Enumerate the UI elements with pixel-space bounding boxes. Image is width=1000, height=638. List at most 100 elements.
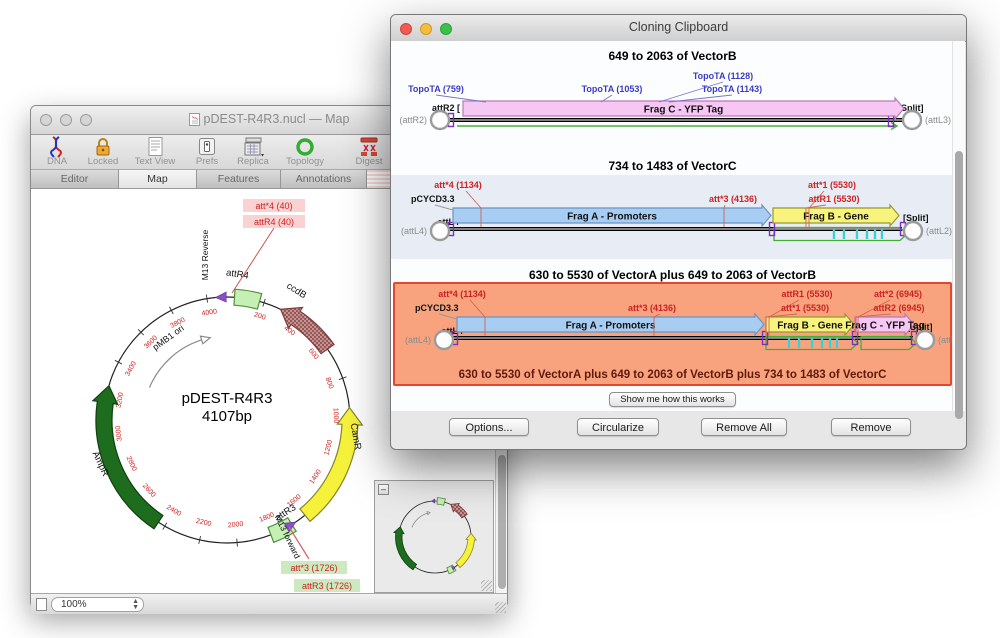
tick-label: 4000 bbox=[201, 308, 218, 317]
feature-attR4[interactable] bbox=[436, 497, 446, 506]
fragment-row-combined[interactable]: 630 to 5530 of VectorA plus 649 to 2063 … bbox=[391, 268, 954, 386]
att-site-bracket bbox=[768, 221, 776, 237]
split-label: [Split] bbox=[898, 103, 924, 113]
terminus-circle bbox=[433, 329, 455, 351]
terminus-circle bbox=[901, 109, 923, 131]
help-button[interactable]: Show me how this works bbox=[609, 392, 736, 407]
site-label: attR1 (5530) bbox=[808, 194, 859, 204]
fragment-arrow[interactable] bbox=[765, 312, 855, 337]
tab-features[interactable]: Features bbox=[197, 170, 281, 188]
tick-label: 200 bbox=[253, 311, 266, 321]
remove-button[interactable]: Remove bbox=[831, 418, 911, 436]
tick-label: 1200 bbox=[323, 439, 334, 456]
split-label: [Split] bbox=[907, 322, 933, 332]
dna-icon bbox=[44, 136, 70, 158]
feature-M13-Reverse[interactable] bbox=[431, 498, 436, 504]
options-button[interactable]: Options... bbox=[449, 418, 529, 436]
split-label: [Split] bbox=[903, 213, 929, 223]
overview-mini-map bbox=[392, 497, 478, 575]
zoom-icon[interactable] bbox=[440, 23, 452, 35]
toolbar-button-dna[interactable]: DNA bbox=[35, 136, 79, 167]
clipboard-vertical-scrollbar[interactable] bbox=[952, 41, 965, 419]
close-icon[interactable] bbox=[400, 23, 412, 35]
site-label: att*1 (5530) bbox=[781, 303, 829, 313]
fragment-arrow[interactable] bbox=[456, 312, 765, 337]
subfragment-outline bbox=[765, 335, 859, 351]
callout-box bbox=[281, 561, 347, 574]
feature-label: ccdB bbox=[284, 281, 308, 302]
circularize-button[interactable]: Circularize bbox=[577, 418, 659, 436]
feature-M13-forward[interactable] bbox=[283, 521, 297, 533]
callout-label: attR4 (40) bbox=[254, 217, 294, 227]
page-toggle-icon[interactable] bbox=[36, 598, 47, 611]
terminus-circle bbox=[429, 220, 451, 242]
feature-CamR[interactable] bbox=[299, 406, 364, 523]
feature-M13-Reverse[interactable] bbox=[214, 291, 227, 303]
site-label: TopoTA (1143) bbox=[702, 84, 762, 94]
tab-editor[interactable]: Editor bbox=[31, 170, 119, 188]
tick-label: 2400 bbox=[165, 504, 182, 518]
fragment-row-vectorc[interactable]: 734 to 1483 of VectorC attL4[Split]Frag … bbox=[391, 159, 954, 259]
toolbar-button-digest[interactable]: Digest bbox=[347, 136, 391, 167]
feature-M13-forward[interactable] bbox=[450, 566, 456, 571]
callout-box bbox=[243, 199, 305, 212]
fragment-arrow-label: Frag C - YFP Tag bbox=[644, 105, 723, 116]
scrollbar-thumb[interactable] bbox=[498, 455, 506, 589]
site-label: attR1 (5530) bbox=[781, 289, 832, 299]
clipboard-window-title: Cloning Clipboard bbox=[628, 20, 729, 34]
minimize-icon[interactable] bbox=[60, 114, 72, 126]
left-site-label: attR2 [ bbox=[432, 103, 460, 113]
feature-pMB1-ori[interactable] bbox=[148, 338, 205, 388]
toolbar-button-locked[interactable]: Locked bbox=[81, 136, 125, 167]
fragment-row-vectorb[interactable]: 649 to 2063 of VectorB attR2 [[Split]Fra… bbox=[391, 49, 954, 139]
zoom-icon[interactable] bbox=[80, 114, 92, 126]
map-resize-grip[interactable] bbox=[495, 602, 506, 613]
toolbar-button-prefs[interactable]: Prefs bbox=[185, 136, 229, 167]
zoom-stepper[interactable]: ▲▼ bbox=[132, 598, 139, 611]
digest-icon bbox=[356, 136, 382, 158]
scrollbar-thumb[interactable] bbox=[955, 151, 963, 419]
clipboard-content: 649 to 2063 of VectorB attR2 [[Split]Fra… bbox=[391, 41, 954, 411]
feature-attR4[interactable] bbox=[233, 288, 263, 310]
fragment-arrow[interactable] bbox=[452, 203, 772, 228]
feature-CamR[interactable] bbox=[455, 532, 478, 569]
plasmid-map[interactable]: 2004006008001000120014001600180020002200… bbox=[31, 189, 495, 593]
terminus-label: (attL4) bbox=[401, 226, 427, 236]
toolbar-button-text-view[interactable]: Text View bbox=[127, 136, 183, 167]
zoom-level-control[interactable]: 100% ▲▼ bbox=[51, 597, 144, 612]
map-window-title: pDEST-R4R3.nucl — Map bbox=[31, 112, 507, 129]
callout-label: attR3 (1726) bbox=[302, 581, 352, 591]
feature-pMB1-ori[interactable] bbox=[411, 512, 429, 528]
subfragment-outline bbox=[773, 226, 908, 242]
tab-annotations[interactable]: Annotations bbox=[281, 170, 367, 188]
remove-all-button[interactable]: Remove All bbox=[701, 418, 787, 436]
tick-label: 2000 bbox=[228, 521, 244, 529]
tab-map[interactable]: Map bbox=[119, 170, 197, 188]
site-label: TopoTA (1053) bbox=[582, 84, 643, 94]
fragment-arrow[interactable] bbox=[855, 312, 915, 337]
tick-label: 2200 bbox=[195, 518, 212, 528]
tick-label: 3200 bbox=[116, 392, 126, 409]
feature-AmpR[interactable] bbox=[392, 526, 418, 571]
minimize-icon[interactable] bbox=[420, 23, 432, 35]
lock-icon bbox=[90, 136, 116, 158]
fragment-arrow[interactable] bbox=[462, 96, 905, 121]
overview-pane: – bbox=[374, 480, 494, 593]
overview-resize-grip[interactable] bbox=[481, 580, 492, 591]
fragment-arrow[interactable] bbox=[772, 203, 900, 228]
feature-ccdB[interactable] bbox=[450, 503, 468, 519]
toolbar-button-replica[interactable]: Replica bbox=[231, 136, 275, 167]
site-label: att*1 (5530) bbox=[808, 180, 856, 190]
tick-label: 1400 bbox=[309, 468, 323, 485]
topology-icon bbox=[292, 136, 318, 158]
feature-ccdB[interactable] bbox=[279, 306, 335, 355]
text-view-icon bbox=[142, 136, 168, 158]
close-icon[interactable] bbox=[40, 114, 52, 126]
toolbar-button-topology[interactable]: Topology bbox=[277, 136, 333, 167]
feature-attR3[interactable] bbox=[446, 564, 457, 575]
overview-minimize-button[interactable]: – bbox=[378, 484, 389, 495]
feature-AmpR[interactable] bbox=[91, 384, 164, 530]
callout-label: att*4 (40) bbox=[255, 201, 292, 211]
